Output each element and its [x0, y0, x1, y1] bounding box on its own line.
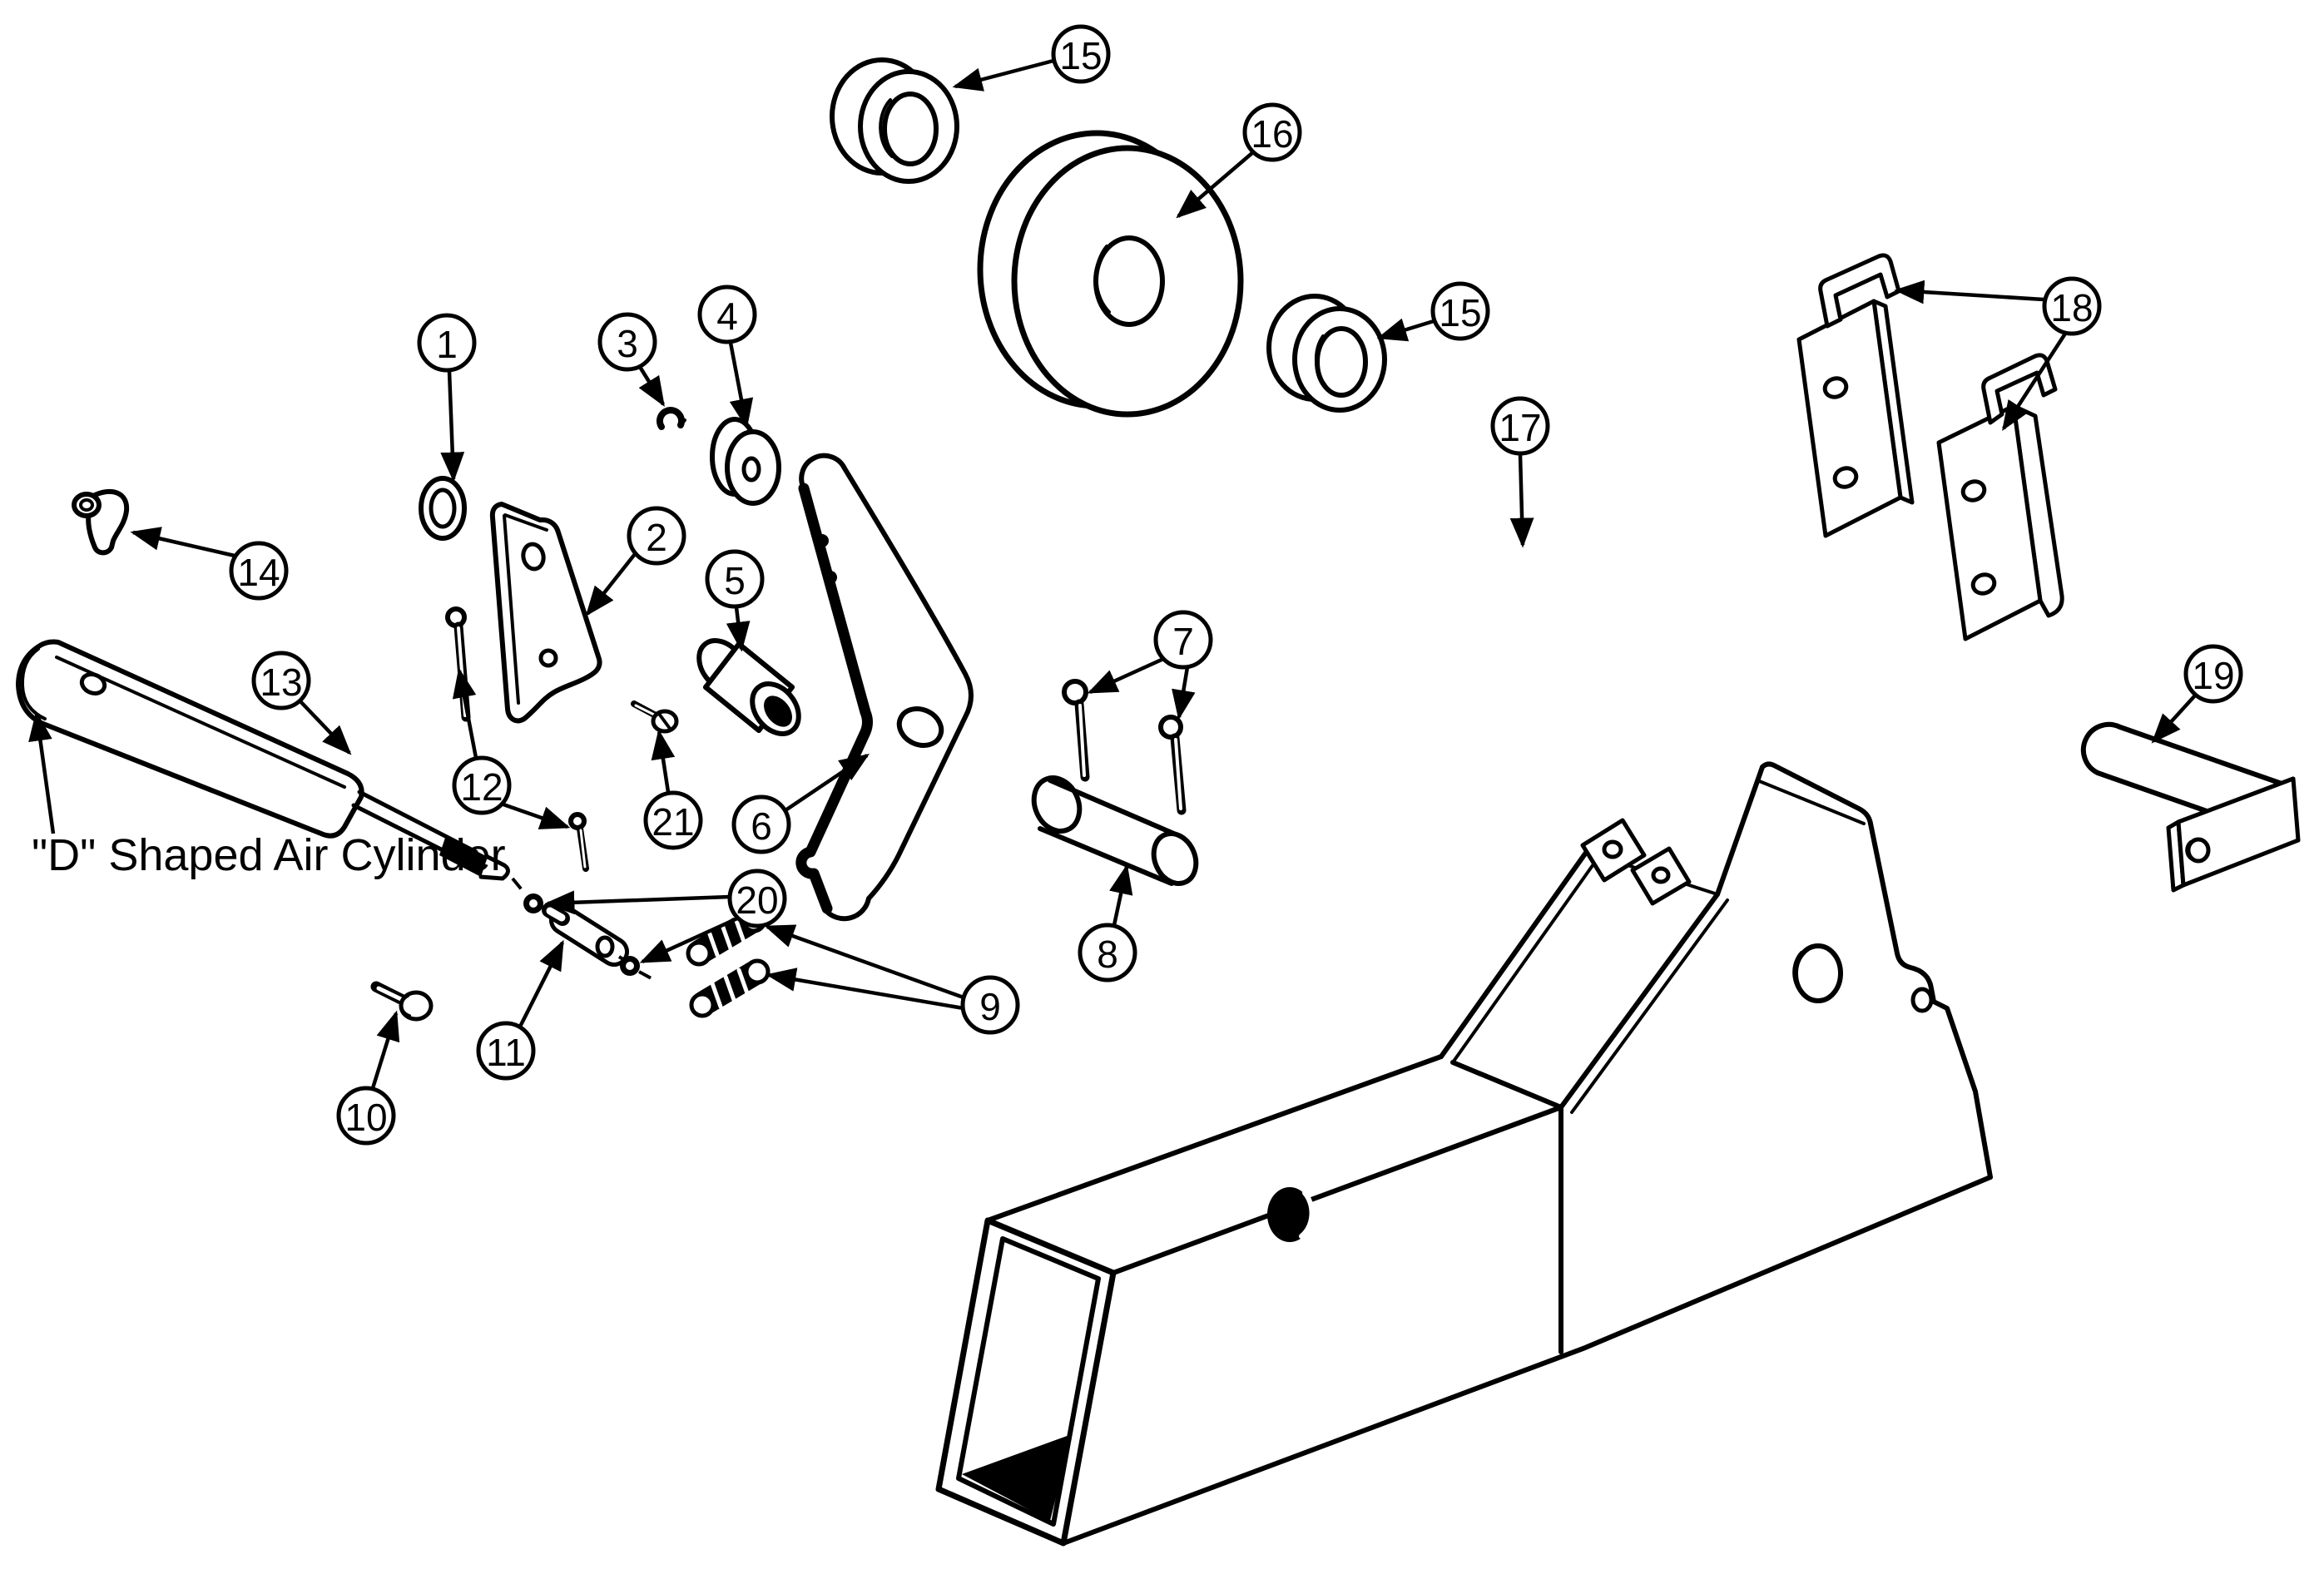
callout-21: 21 [643, 729, 703, 850]
svg-text:4: 4 [716, 295, 738, 338]
part-3-e-clip [657, 407, 686, 430]
part-6-lever-arm [795, 453, 974, 922]
svg-text:3: 3 [617, 322, 638, 365]
air-cylinder-annotation: "D" Shaped Air Cylinder [28, 710, 506, 880]
callout-7: 7 [1087, 610, 1213, 720]
svg-text:19: 19 [2192, 654, 2234, 697]
callout-1: 1 [417, 313, 477, 483]
svg-text:17: 17 [1499, 406, 1541, 449]
svg-text:8: 8 [1097, 933, 1118, 976]
part-11-clevis-rod-end [542, 903, 629, 967]
svg-text:20: 20 [736, 879, 778, 922]
svg-text:13: 13 [260, 661, 302, 704]
svg-text:15: 15 [1439, 291, 1481, 334]
callout-12: 12 [452, 667, 571, 829]
part-13-air-cylinder [16, 639, 529, 898]
part-5-bushing [696, 638, 801, 736]
callout-14: 14 [130, 527, 289, 601]
svg-text:11: 11 [486, 1031, 526, 1074]
part-15-bushing-right [1266, 294, 1387, 413]
part-2-bracket-plate [489, 502, 602, 724]
callout-11: 11 [476, 939, 565, 1081]
callout-13: 13 [251, 651, 352, 755]
part-14-elbow-fitting [72, 488, 130, 556]
callout-20: 20 [544, 869, 787, 964]
frame-tab-1 [1580, 818, 1647, 883]
svg-text:6: 6 [751, 804, 772, 848]
callout-8: 8 [1078, 864, 1137, 983]
part-15-bushing-top [830, 57, 959, 184]
part-7-cotter-pins [1062, 679, 1187, 815]
frame-weldment [935, 761, 1993, 1547]
svg-text:21: 21 [652, 800, 694, 844]
callout-16: 16 [1176, 102, 1302, 219]
svg-text:14: 14 [237, 551, 280, 594]
svg-text:16: 16 [1251, 112, 1293, 156]
part-19-pin-plate-bracket [2080, 721, 2301, 893]
part-16-pulley [977, 130, 1244, 418]
callout-10: 10 [336, 1010, 400, 1146]
callout-2: 2 [585, 506, 686, 616]
callout-3: 3 [597, 312, 665, 408]
callout-19: 19 [2151, 644, 2243, 744]
frame-tab-2 [1630, 846, 1692, 906]
part-1-washer-ring [419, 476, 467, 541]
callout-6: 6 [731, 753, 870, 854]
air-cylinder-label: "D" Shaped Air Cylinder [32, 830, 506, 880]
tube-side-hole [1267, 1187, 1312, 1242]
rod-threads [439, 835, 488, 877]
callout-15-top: 15 [952, 24, 1111, 92]
svg-text:9: 9 [979, 985, 1001, 1028]
svg-text:18: 18 [2050, 286, 2093, 329]
callout-4: 4 [697, 285, 757, 429]
frame-notch-hole [1910, 987, 1934, 1013]
part-21-screw [631, 700, 679, 734]
part-18-hook-brackets [1796, 253, 2064, 641]
svg-text:12: 12 [460, 765, 503, 809]
svg-text:2: 2 [646, 516, 667, 559]
part-8-pivot-pin [1031, 775, 1199, 886]
svg-text:7: 7 [1172, 620, 1194, 663]
callout-18: 18 [1894, 276, 2102, 432]
svg-text:5: 5 [724, 559, 746, 602]
svg-text:15: 15 [1059, 34, 1102, 77]
tube-opening-shadow [962, 1434, 1072, 1521]
part-10-bolt [370, 981, 434, 1022]
svg-text:10: 10 [344, 1096, 387, 1139]
part-4-roller-disc [710, 417, 781, 506]
callout-17: 17 [1490, 396, 1550, 548]
callout-9: 9 [764, 924, 1020, 1035]
callout-badge [417, 313, 477, 373]
callout-5: 5 [705, 549, 765, 652]
callout-15-right: 15 [1376, 281, 1490, 342]
label-leader-line [28, 710, 56, 834]
callout-number: 1 [436, 323, 458, 366]
